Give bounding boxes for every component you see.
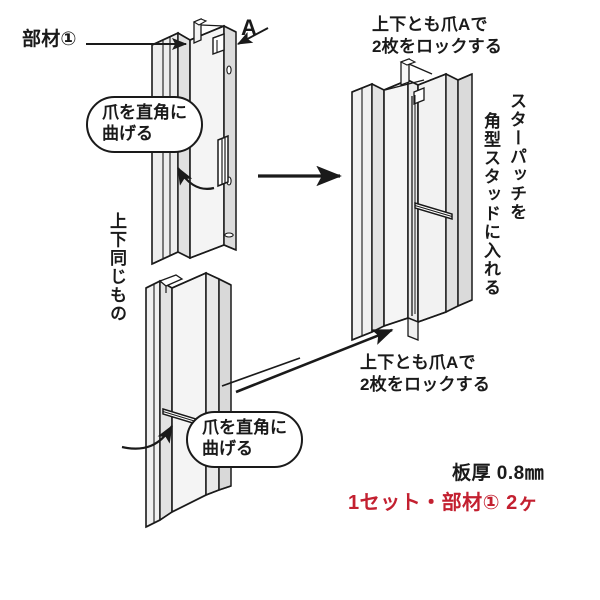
label-lock-note-top: 上下とも爪Aで 2枚をロックする: [372, 15, 503, 56]
callout-bend-claw-top: 爪を直角に 曲げる: [86, 96, 203, 154]
bend-arrow-top: [177, 166, 215, 190]
label-same-both-ends: 上下同じもの: [107, 212, 126, 323]
label-lock-note-bottom: 上下とも爪Aで 2枚をロックする: [360, 353, 491, 394]
label-part-number: 部材①: [22, 29, 77, 50]
label-insert-starpatch: スターパッチを: [507, 92, 526, 222]
leader-insert-note: [223, 355, 301, 384]
starpatch-piece-upper: [151, 18, 237, 266]
leader-A: [236, 27, 269, 45]
label-insert-into-square-stud: 角型スタッドに入れる: [481, 112, 500, 297]
square-stud-assembled: [351, 58, 473, 342]
label-claw-a: A: [241, 15, 258, 40]
bend-arrow-bottom: [121, 424, 173, 450]
label-plate-thickness: 板厚 0.8㎜: [452, 463, 545, 484]
starpatch-piece-lower: [145, 271, 232, 529]
leader-bend-bottom: [221, 357, 301, 387]
label-set-quantity: 1セット・部材① 2ヶ: [348, 492, 539, 514]
callout-bend-claw-bottom: 爪を直角に 曲げる: [186, 411, 303, 469]
flow-arrow-bottom: [235, 328, 394, 394]
